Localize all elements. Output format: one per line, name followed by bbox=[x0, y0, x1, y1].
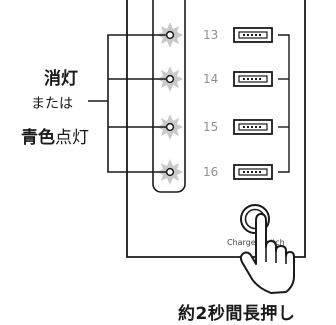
long-press-instruction: 約2秒間長押し bbox=[178, 304, 296, 324]
port-number-16: 16 bbox=[203, 165, 218, 179]
blue-text: 青色 bbox=[21, 128, 55, 148]
usb-port-13 bbox=[233, 27, 273, 43]
led-strip bbox=[152, 0, 186, 193]
usb-port-15 bbox=[233, 119, 273, 135]
port-number-15: 15 bbox=[203, 120, 218, 134]
port-number-14: 14 bbox=[203, 72, 218, 86]
led-14 bbox=[157, 66, 183, 92]
usb-port-14 bbox=[233, 71, 273, 87]
port-number-13: 13 bbox=[203, 28, 218, 42]
led-blue-on-label: 青色点灯 bbox=[21, 123, 89, 148]
led-off-label: 消灯 bbox=[44, 69, 78, 89]
led-15 bbox=[157, 114, 183, 140]
hub-body-outline bbox=[126, 0, 306, 258]
or-label: または bbox=[31, 96, 73, 112]
led-leader-lines bbox=[88, 34, 166, 173]
on-text: 点灯 bbox=[55, 128, 89, 148]
pointing-hand-icon bbox=[239, 213, 295, 294]
led-16 bbox=[157, 159, 183, 185]
usb-port-16 bbox=[233, 164, 273, 180]
port-group-bracket bbox=[278, 34, 290, 173]
led-13 bbox=[157, 22, 183, 48]
